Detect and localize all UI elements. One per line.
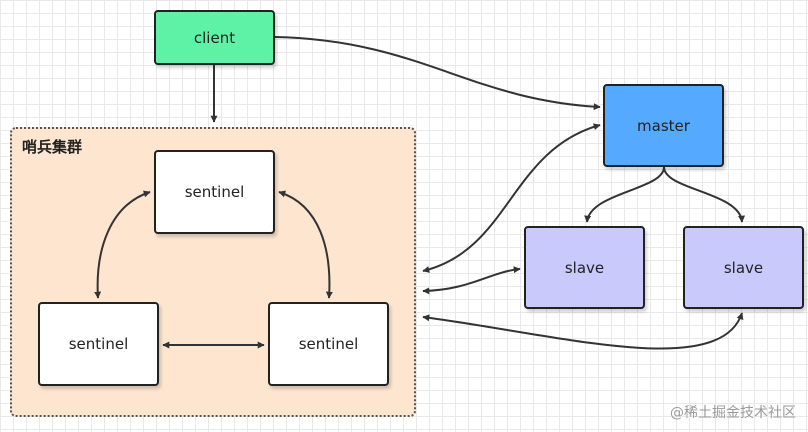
edge-cluster-master — [422, 123, 601, 273]
client-node: client — [154, 10, 275, 65]
edge-sentinel-top-right — [278, 190, 333, 299]
edge-cluster-slave1 — [422, 266, 521, 295]
sentinel-cluster-label: 哨兵集群 — [22, 138, 83, 156]
slave-label-1: slave — [564, 258, 605, 277]
sentinel-label-top: sentinel — [184, 183, 245, 201]
sentinel-node-left: sentinel — [38, 302, 159, 386]
client-label: client — [193, 28, 236, 47]
sentinel-node-top: sentinel — [154, 150, 275, 234]
master-node: master — [603, 84, 724, 167]
edge-cluster-slave2 — [422, 312, 744, 350]
edge-client-to-master — [274, 36, 601, 111]
slave-node-2: slave — [683, 226, 804, 309]
sentinel-label-left: sentinel — [68, 335, 129, 353]
sentinel-label-right: sentinel — [298, 335, 359, 353]
edge-master-to-slave2 — [663, 166, 746, 223]
sentinel-node-right: sentinel — [268, 302, 389, 386]
master-label: master — [637, 116, 690, 135]
edge-master-to-slave1 — [584, 166, 665, 223]
edge-sentinel-top-left — [94, 190, 151, 299]
watermark-text: @稀土掘金技术社区 — [670, 405, 796, 421]
slave-label-2: slave — [723, 258, 764, 277]
slave-node-1: slave — [524, 226, 645, 309]
